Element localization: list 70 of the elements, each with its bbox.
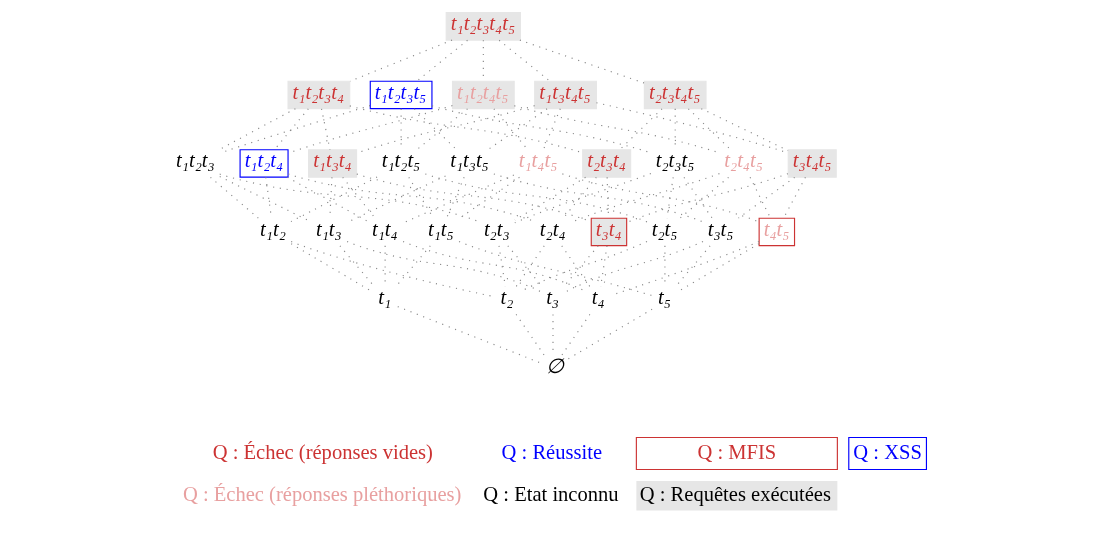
connector (458, 176, 520, 220)
legend-label: Q : Réussite (501, 440, 602, 463)
node-box: t₁t₃t₄ (307, 149, 357, 178)
connector (413, 108, 457, 151)
node-box: t₁t₂t₃t₅ (369, 80, 432, 110)
connector (542, 108, 561, 151)
connector (562, 245, 599, 288)
legend-label: Q : XSS (852, 440, 922, 463)
connector (679, 176, 729, 219)
legend-label: Q : MFIS (696, 440, 776, 463)
node-text: t₁t₅ (427, 217, 454, 240)
connector (687, 108, 731, 151)
node-box: t₁t₂t₄ (239, 149, 289, 178)
node-text: t₅ (657, 286, 671, 309)
legend-label: Q : Requêtes exécutées (639, 482, 831, 505)
connector (348, 105, 583, 154)
node-box: t₁t₃t₄t₅ (533, 80, 597, 110)
node-text: t₁ (377, 286, 391, 309)
node-box: t₂t₃t₄ (581, 149, 631, 178)
connector (402, 240, 586, 293)
node-text: t₁t₄t₅ (518, 149, 557, 172)
node-box: t₂t₃t₄t₅ (643, 80, 707, 110)
node-text: t₁t₂t₅ (381, 149, 420, 172)
node-text: t₂t₃ (483, 217, 510, 240)
connector (562, 176, 597, 219)
node-text: t₃ (545, 286, 559, 309)
connector (209, 176, 259, 219)
node-text: t₁t₂t₃ (175, 149, 215, 172)
connector (458, 240, 653, 297)
node-box: t₁t₂t₃t₄t₅ (445, 12, 521, 41)
node-box: t₄t₅ (758, 217, 795, 247)
node-text: t₂t₅ (651, 217, 677, 240)
connector (515, 245, 545, 288)
connector (564, 241, 704, 293)
node-text: t₁t₃t₅ (449, 149, 489, 172)
connector (749, 176, 771, 219)
connector (349, 39, 453, 82)
connector (498, 39, 550, 82)
connector (737, 176, 795, 219)
node-box: t₁t₂t₄t₅ (451, 80, 515, 110)
connector (560, 245, 590, 288)
connector (341, 176, 376, 219)
connector (676, 243, 759, 293)
legend-label: Q : Échec (réponses pléthoriques) (182, 482, 461, 505)
node-text: t₁t₃ (315, 217, 342, 240)
node-text: ∅ (545, 354, 564, 377)
connector (286, 176, 368, 222)
connector (289, 176, 378, 223)
node-text: t₂t₄ (539, 217, 566, 240)
connector (682, 176, 713, 219)
connector (290, 243, 373, 293)
connector (346, 241, 541, 293)
node-text: t₂t₃t₅ (655, 149, 694, 172)
node-box: t₁t₂t₃t₄ (287, 80, 350, 110)
connector (515, 313, 545, 356)
node-text: t₄ (591, 286, 605, 309)
connector (218, 105, 371, 154)
connector (415, 108, 468, 151)
node-box: t₃t₄t₅ (787, 149, 837, 178)
node-text: t₁t₄ (371, 217, 398, 240)
legend-label: Q : Échec (réponses vides) (212, 440, 433, 463)
node-text: t₃t₅ (707, 217, 733, 240)
node-text: t₂ (499, 286, 513, 309)
node-text: t₂t₄t₅ (723, 149, 763, 172)
connector (445, 176, 465, 219)
node-box: t₃t₄ (590, 217, 627, 247)
connector (396, 306, 541, 364)
node-text: t₁t₂ (259, 217, 286, 240)
connector (560, 313, 590, 356)
legend-label: Q : Etat inconnu (482, 482, 619, 505)
